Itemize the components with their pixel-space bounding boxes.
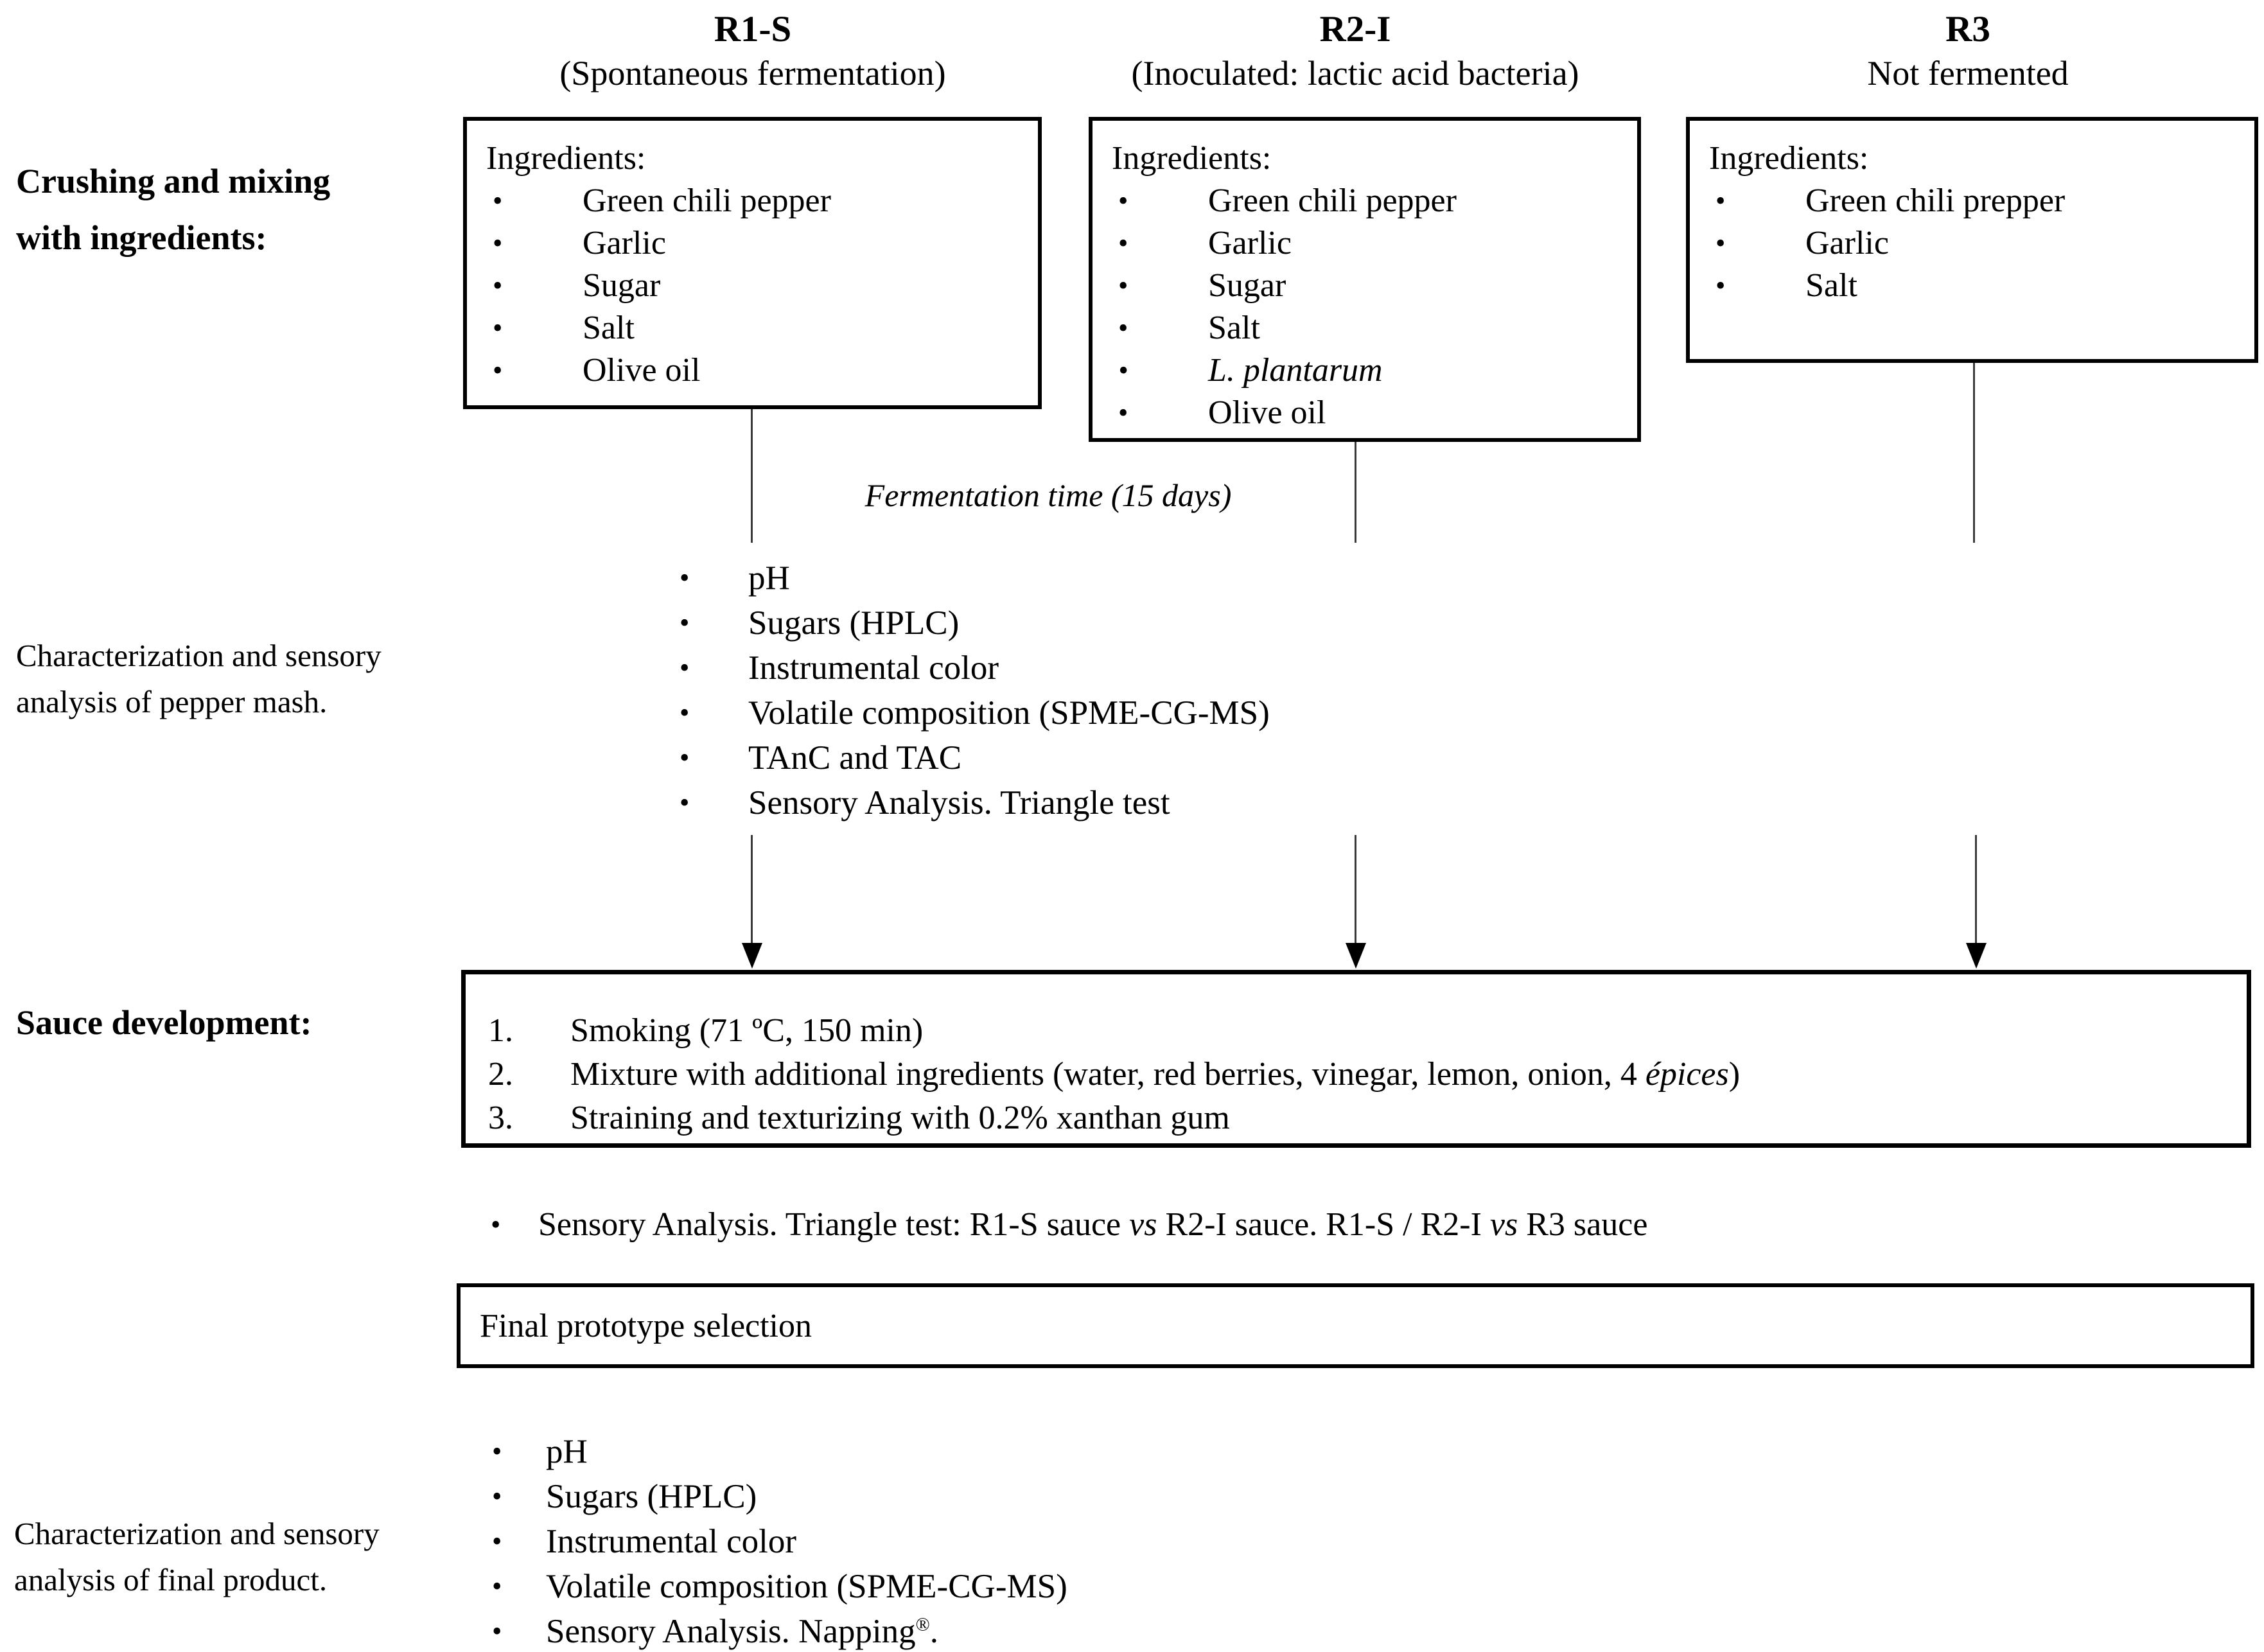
list-item: Sugars (HPLC) [674, 601, 1270, 646]
list-item: Sugar [1112, 265, 1627, 307]
column-header-r2i: R2-I (Inoculated: lactic acid bacteria) [1131, 6, 1579, 94]
list-item: Volatile composition (SPME-CG-MS) [674, 690, 1270, 735]
final-analysis-list: pH Sugars (HPLC) Instrumental color Vola… [489, 1429, 1067, 1652]
connector-line-r1s [751, 409, 753, 543]
arrow-line-r1s [751, 835, 753, 945]
list-item: Salt [1709, 265, 2244, 307]
arrow-line-r2i [1355, 835, 1356, 945]
list-item: Garlic [1112, 222, 1627, 265]
list-item: Sensory Analysis. Napping®. [489, 1609, 1067, 1652]
list-item: L. plantarum [1112, 349, 1627, 392]
ingredients-box-r1s: Ingredients: Green chili pepper Garlic S… [463, 117, 1042, 409]
column-title: R1-S [714, 9, 792, 49]
sauce-steps-list: 1. Smoking (71 ºC, 150 min) 2. Mixture wit… [488, 1009, 2234, 1140]
list-item: Instrumental color [674, 646, 1270, 690]
list-item: Sugars (HPLC) [489, 1474, 1067, 1519]
step-number: 3. [488, 1100, 513, 1136]
sauce-sensory-bullet: Sensory Analysis. Triangle test: R1-S sa… [487, 1202, 2264, 1247]
ingredients-box-r3: Ingredients: Green chili prepper Garlic … [1686, 117, 2258, 363]
final-prototype-text: Final prototype selection [480, 1307, 812, 1344]
list-item: Olive oil [486, 349, 1028, 392]
list-item: Sensory Analysis. Triangle test [674, 780, 1270, 825]
column-subtitle: (Spontaneous fermentation) [559, 54, 946, 92]
mash-analysis-list: pH Sugars (HPLC) Instrumental color Vola… [674, 556, 1270, 825]
sauce-development-box: 1. Smoking (71 ºC, 150 min) 2. Mixture wit… [461, 970, 2251, 1148]
list-item: Garlic [1709, 222, 2244, 265]
list-item: Volatile composition (SPME-CG-MS) [489, 1564, 1067, 1609]
ingredients-heading: Ingredients: [486, 140, 646, 177]
column-subtitle: (Inoculated: lactic acid bacteria) [1131, 54, 1579, 92]
list-item: pH [489, 1429, 1067, 1474]
arrow-down-icon [1966, 943, 1987, 969]
label-sauce-development: Sauce development: [16, 1003, 312, 1042]
column-title: R2-I [1319, 9, 1391, 49]
step-text: Smoking (71 ºC, 150 min) [570, 1012, 924, 1049]
column-subtitle: Not fermented [1867, 54, 2069, 92]
list-item: 1. Smoking (71 ºC, 150 min) [488, 1009, 2234, 1053]
list-item: Garlic [486, 222, 1028, 265]
list-item: TAnC and TAC [674, 735, 1270, 780]
column-title: R3 [1945, 9, 1990, 49]
list-item: Green chili prepper [1709, 180, 2244, 222]
step-number: 1. [488, 1012, 513, 1049]
ingredients-heading: Ingredients: [1709, 140, 1869, 177]
column-header-r3: R3 Not fermented [1867, 6, 2068, 94]
step-text: Mixture with additional ingredients (wat… [570, 1056, 1741, 1093]
ingredients-box-r2i: Ingredients: Green chili pepper Garlic S… [1089, 117, 1641, 442]
list-item: 3. Straining and texturizing with 0.2% xa… [488, 1096, 2234, 1140]
step-number: 2. [488, 1056, 513, 1093]
ingredients-list: Green chili pepper Garlic Sugar Salt Oli… [486, 180, 1028, 392]
list-item: Green chili pepper [486, 180, 1028, 222]
list-item: Sugar [486, 265, 1028, 307]
list-item: Salt [486, 307, 1028, 349]
list-item: Olive oil [1112, 392, 1627, 434]
list-item: Instrumental color [489, 1519, 1067, 1564]
column-header-r1s: R1-S (Spontaneous fermentation) [559, 6, 945, 94]
arrow-line-r3 [1975, 835, 1977, 945]
list-item: pH [674, 556, 1270, 601]
connector-line-r3 [1973, 363, 1975, 543]
label-mash-analysis: Characterization and sensory analysis of… [16, 638, 382, 719]
connector-line-r2i [1355, 442, 1356, 543]
arrow-down-icon [742, 943, 762, 969]
ingredients-list: Green chili pepper Garlic Sugar Salt L. … [1112, 180, 1627, 434]
arrow-down-icon [1346, 943, 1366, 969]
ingredients-heading: Ingredients: [1112, 140, 1272, 177]
label-crushing-mixing: Crushing and mixing with ingredients: [16, 162, 331, 257]
list-item: Salt [1112, 307, 1627, 349]
final-prototype-box: Final prototype selection [457, 1283, 2254, 1368]
list-item: Green chili pepper [1112, 180, 1627, 222]
label-final-analysis: Characterization and sensory analysis of… [14, 1516, 380, 1597]
ingredients-list: Green chili prepper Garlic Salt [1709, 180, 2244, 307]
step-text: Straining and texturizing with 0.2% xant… [570, 1100, 1230, 1136]
fermentation-time-note: Fermentation time (15 days) [864, 477, 1232, 513]
list-item: 2. Mixture with additional ingredients (w… [488, 1053, 2234, 1096]
